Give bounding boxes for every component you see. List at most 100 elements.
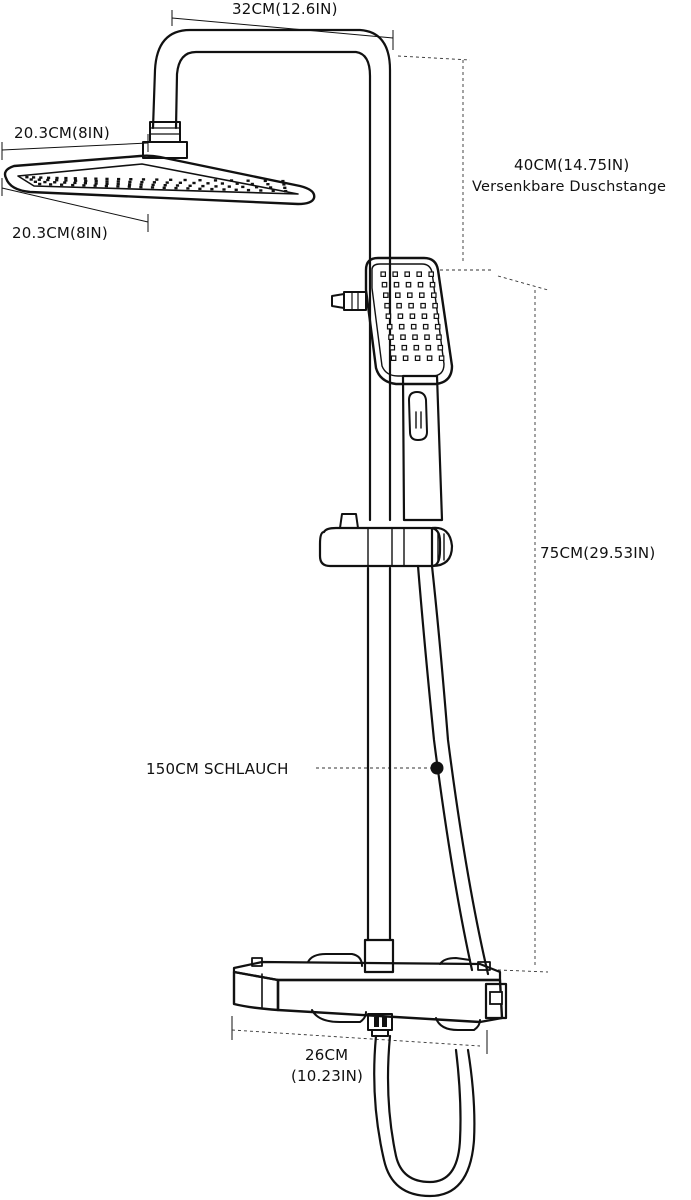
nozzle	[214, 185, 218, 188]
hand-nozzle	[407, 292, 413, 299]
nozzle	[150, 186, 155, 189]
nozzle	[64, 179, 68, 182]
nozzle	[64, 176, 68, 180]
nozzle	[201, 184, 205, 188]
nozzle	[162, 186, 166, 189]
nozzle	[55, 179, 59, 182]
hand-nozzle	[426, 355, 433, 362]
nozzle	[188, 184, 192, 187]
nozzle	[229, 179, 234, 182]
nozzle	[127, 185, 131, 188]
nozzle	[210, 187, 214, 191]
nozzle	[227, 185, 231, 188]
hand-nozzle	[396, 302, 402, 309]
hand-nozzle	[401, 344, 408, 351]
nozzle	[155, 178, 159, 181]
nozzle	[47, 176, 51, 179]
hand-nozzle	[432, 302, 438, 309]
nozzle	[94, 179, 98, 183]
nozzle	[46, 178, 50, 182]
hand-shower-nozzles	[380, 271, 445, 362]
hand-nozzle	[412, 334, 418, 341]
hand-nozzle	[436, 334, 442, 341]
nozzle	[32, 176, 36, 179]
nozzle	[25, 176, 29, 179]
nozzle	[250, 182, 254, 186]
nozzle	[255, 186, 259, 189]
nozzle	[116, 185, 120, 188]
head-width-top-label: 20.3CM(8IN)	[14, 124, 110, 142]
nozzle	[116, 180, 120, 183]
nozzle	[259, 189, 263, 192]
nozzle	[84, 179, 88, 183]
nozzle	[198, 179, 202, 182]
telescopic-bar-label: Versenkbare Duschstange	[472, 179, 666, 195]
nozzle	[281, 179, 285, 183]
nozzle	[140, 180, 144, 184]
rain-shower-head	[3, 154, 316, 206]
nozzle	[234, 188, 238, 191]
nozzle	[175, 184, 180, 187]
nozzle	[55, 176, 59, 180]
nozzle	[116, 182, 120, 186]
hand-nozzle	[383, 292, 389, 299]
hand-nozzle	[422, 323, 429, 330]
nozzle	[117, 177, 121, 181]
nozzle	[74, 179, 78, 182]
hand-shower	[331, 256, 454, 522]
nozzle	[38, 182, 42, 186]
nozzle	[222, 188, 226, 191]
nozzle	[83, 182, 87, 185]
hand-nozzle	[402, 355, 409, 362]
nozzle	[104, 184, 108, 188]
hand-nozzle	[397, 313, 404, 320]
nozzle	[174, 186, 178, 190]
hand-nozzle	[395, 292, 401, 299]
hand-nozzle	[434, 323, 441, 330]
hand-nozzle	[416, 271, 423, 278]
nozzle	[83, 177, 87, 180]
nozzle	[271, 189, 275, 192]
telescopic-height-label: 40CM(14.75IN)	[514, 156, 629, 174]
hand-nozzle	[417, 281, 424, 288]
nozzle	[169, 178, 173, 181]
nozzle	[94, 177, 98, 180]
hand-nozzle	[400, 334, 406, 341]
nozzle	[94, 182, 98, 185]
head-width-bottom-dimension	[1, 178, 149, 232]
nozzle	[266, 183, 270, 186]
nozzle	[37, 178, 41, 181]
hand-nozzle	[392, 271, 399, 278]
nozzle	[105, 177, 109, 181]
nozzle	[283, 186, 287, 189]
head-nozzles	[25, 176, 288, 193]
nozzle	[165, 181, 169, 184]
nozzle	[63, 181, 67, 184]
hand-nozzle	[405, 281, 412, 288]
nozzle	[33, 180, 37, 183]
nozzle	[105, 180, 109, 183]
nozzle	[93, 184, 97, 187]
hand-nozzle	[437, 344, 444, 351]
nozzle	[241, 185, 245, 189]
nozzle	[141, 178, 146, 181]
nozzle	[183, 178, 187, 182]
nozzle	[235, 182, 239, 185]
nozzle	[139, 185, 143, 189]
hose-leader	[316, 761, 444, 775]
nozzle	[49, 183, 53, 186]
hand-nozzle	[424, 334, 430, 341]
nozzle	[60, 183, 64, 186]
thermostat-mixer	[232, 953, 508, 1037]
hand-nozzle	[398, 323, 405, 330]
mixer-width-dimension	[231, 1016, 488, 1054]
nozzle	[82, 184, 86, 187]
hand-nozzle	[386, 323, 393, 330]
hand-nozzle	[384, 302, 390, 309]
nozzle	[282, 183, 286, 186]
nozzle	[163, 184, 167, 187]
nozzle	[192, 181, 196, 185]
nozzle	[246, 188, 251, 192]
hand-nozzle	[404, 271, 411, 278]
nozzle	[43, 180, 47, 184]
